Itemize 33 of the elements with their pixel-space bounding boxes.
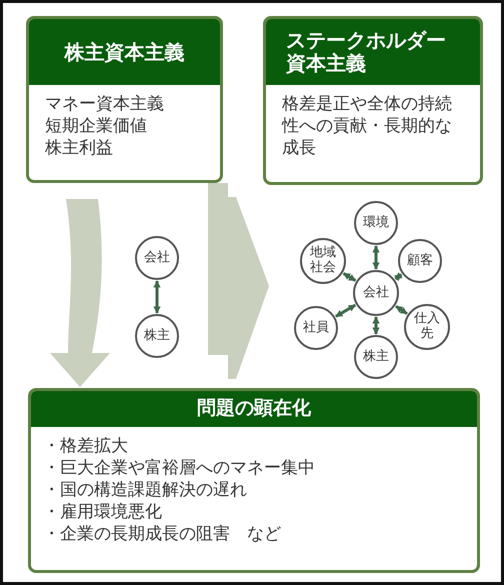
card-heading: ステークホルダー資本主義 (266, 19, 480, 85)
concept-card (26, 16, 223, 183)
double-arrow (372, 316, 380, 335)
bullet-item: ・企業の長期成長の阻害 など (43, 523, 282, 546)
card-text: マネー資本主義 (45, 93, 165, 116)
circle-label: 社員 (302, 320, 330, 336)
circle-label: 会社 (143, 250, 171, 266)
bullet-item: ・巨大企業や富裕層へのマネー集中 (43, 457, 316, 480)
bullet-item: ・雇用環境悪化 (43, 501, 163, 524)
flow-arrow (208, 183, 269, 379)
card-heading: 株主資本主義 (29, 19, 220, 85)
circle-label: 会社 (362, 286, 390, 300)
card-heading: 問題の顕在化 (31, 391, 477, 427)
circle-label: 顧客 (406, 254, 434, 268)
concept-card (263, 16, 483, 185)
circle-label: 仕入先 (413, 312, 441, 342)
bullet-item: ・格差拡大 (43, 435, 129, 458)
double-arrow (395, 305, 408, 315)
card-text: 株主利益 (45, 137, 114, 160)
circle-label: 環境 (362, 216, 390, 230)
circle-label: 株主 (143, 328, 171, 344)
double-arrow (335, 304, 356, 318)
circle-label: 株主 (362, 350, 390, 364)
double-arrow (372, 245, 380, 270)
double-arrow (342, 272, 356, 282)
card-text: 短期企業価値 (45, 115, 148, 138)
problem-card (28, 388, 480, 573)
double-arrow (394, 272, 403, 282)
circle-label: 地域社会 (309, 246, 337, 276)
double-arrow (153, 280, 161, 314)
flow-arrow (50, 199, 110, 387)
card-text: 格差是正や全体の持続性への貢献・長期的な成長 (282, 93, 453, 160)
bullet-item: ・国の構造課題解決の遅れ (43, 479, 248, 502)
